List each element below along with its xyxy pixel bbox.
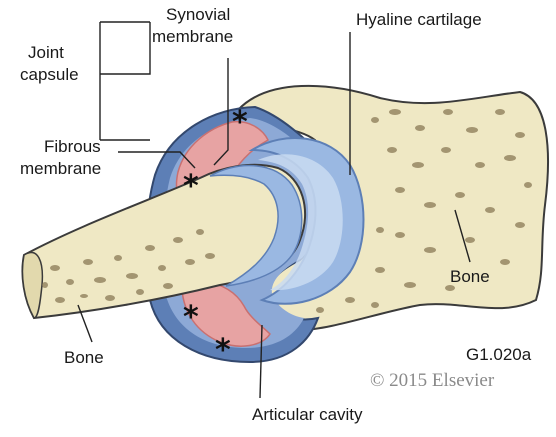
synovial-membrane-leader <box>213 58 229 166</box>
bone-pore <box>404 282 416 288</box>
synovial-membrane-label: Synovial <box>166 5 230 24</box>
left-bone-marrow <box>42 229 215 303</box>
bone-pore <box>158 265 166 271</box>
bone-pore <box>136 289 144 295</box>
bone-pore <box>500 259 510 265</box>
cartilage-socket-highlight <box>258 154 343 291</box>
cartilage-head <box>209 164 303 287</box>
fibrous-membrane-label: membrane <box>20 159 101 178</box>
bone-pore <box>424 202 436 208</box>
bone-pore <box>412 162 424 168</box>
fibrous-membrane-leader <box>118 151 196 169</box>
left-bone-cut-end <box>21 251 44 319</box>
bone-pore <box>316 307 324 313</box>
articular-cavity-leader <box>259 324 263 399</box>
bone-pore <box>42 282 48 288</box>
left-bone <box>21 163 307 320</box>
bone-pore <box>55 297 65 303</box>
articular-cavity-label: Articular cavity <box>252 405 363 424</box>
bone-left-label: Bone <box>64 348 104 367</box>
leader-lines <box>77 21 471 399</box>
bone-pore <box>50 265 60 271</box>
bone-pore <box>485 207 495 213</box>
bone-pore <box>443 109 453 115</box>
hyaline-cartilage-label: Hyaline cartilage <box>356 10 482 29</box>
bone-pore <box>387 147 397 153</box>
bone-pore <box>515 132 525 138</box>
joint-capsule-label: Joint <box>28 43 64 62</box>
joint-capsule-label: capsule <box>20 65 79 84</box>
joint-capsule-bracket <box>100 22 151 75</box>
bone-pore <box>114 255 122 261</box>
bone-pore <box>524 182 532 188</box>
bone-pore <box>395 232 405 238</box>
fibrous-membrane-label: Fibrous <box>44 137 101 156</box>
right-bone-marrow <box>316 109 532 313</box>
asterisk-marker: * <box>215 333 231 368</box>
bone-pore <box>466 127 478 133</box>
bone-pore <box>94 277 106 283</box>
bone-pore <box>515 222 525 228</box>
bone-pore <box>376 227 384 233</box>
bone-pore <box>389 109 401 115</box>
bone-pore <box>495 109 505 115</box>
bone-pore <box>205 253 215 259</box>
bone-pore <box>441 147 451 153</box>
bone-pore <box>163 283 173 289</box>
bone-pore <box>126 273 138 279</box>
bone-right-label: Bone <box>450 267 490 286</box>
bone-pore <box>196 229 204 235</box>
bone-pore <box>455 192 465 198</box>
bone-pore <box>345 297 355 303</box>
bone-pore <box>395 187 405 193</box>
figure-code: G1.020a <box>466 345 532 364</box>
bone-right-leader <box>454 209 471 263</box>
asterisk-marker: * <box>232 105 248 140</box>
left-bone-shape <box>21 163 307 320</box>
bone-pore <box>185 259 195 265</box>
bone-pore <box>173 237 183 243</box>
copyright-notice: © 2015 Elsevier <box>370 370 495 391</box>
bone-pore <box>424 247 436 253</box>
bone-pore <box>475 162 485 168</box>
bone-pore <box>445 285 455 291</box>
bone-pore <box>80 294 88 298</box>
bone-pore <box>371 117 379 123</box>
bone-pore <box>465 237 475 243</box>
bone-pore <box>415 125 425 131</box>
bone-pore <box>145 245 155 251</box>
bone-pore <box>371 302 379 308</box>
bone-pore <box>66 279 74 285</box>
asterisk-marker: * <box>183 169 199 204</box>
bone-pore <box>504 155 516 161</box>
synovial-membrane-label: membrane <box>152 27 233 46</box>
bone-pore <box>83 259 93 265</box>
bone-pore <box>105 295 115 301</box>
asterisk-marker: * <box>183 300 199 335</box>
bone-pore <box>375 267 385 273</box>
bone-left-leader <box>77 304 93 343</box>
